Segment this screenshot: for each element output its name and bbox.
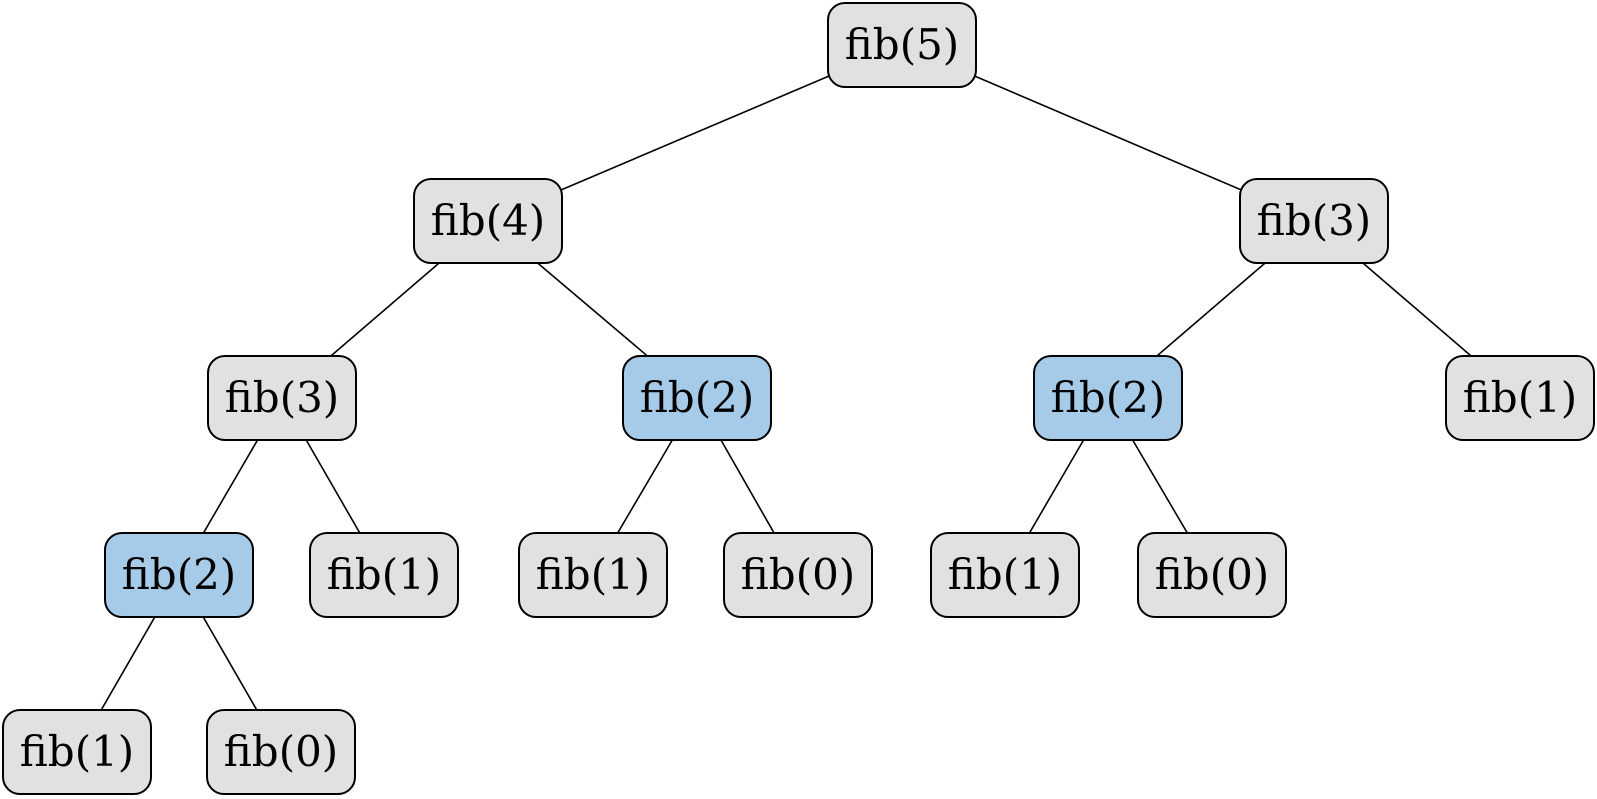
node-fib2-mid-highlighted: fib(2) — [622, 355, 772, 441]
node-fib1-far-right: fib(1) — [1445, 355, 1595, 441]
node-fib3-right: fib(3) — [1239, 178, 1389, 264]
node-fib3-left: fib(3) — [207, 355, 357, 441]
node-fib5-root: fib(5) — [827, 2, 977, 88]
node-fib2-right-highlighted: fib(2) — [1033, 355, 1183, 441]
node-fib1-under-fib3-left: fib(1) — [309, 532, 459, 618]
node-fib1-under-fib2-right: fib(1) — [930, 532, 1080, 618]
node-fib4: fib(4) — [413, 178, 563, 264]
node-fib0-under-fib2-left: fib(0) — [206, 709, 356, 795]
node-fib0-under-fib2-mid: fib(0) — [723, 532, 873, 618]
node-fib2-left-highlighted: fib(2) — [104, 532, 254, 618]
node-fib1-under-fib2-mid: fib(1) — [518, 532, 668, 618]
node-fib0-under-fib2-right: fib(0) — [1137, 532, 1287, 618]
node-fib1-under-fib2-left: fib(1) — [2, 709, 152, 795]
